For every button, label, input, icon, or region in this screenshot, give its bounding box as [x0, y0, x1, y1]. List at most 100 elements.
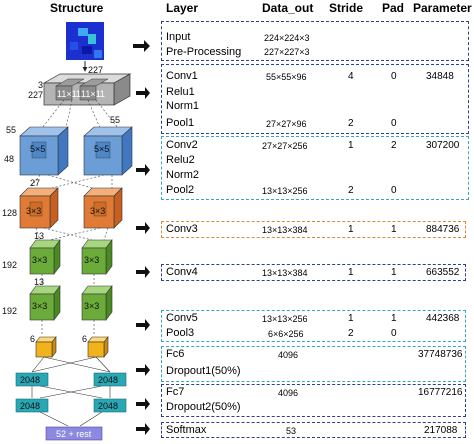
row-conv5-stride: 1	[348, 313, 354, 324]
conv4-block-right	[81, 239, 113, 275]
row-preproc-data-out: 227×227×3	[264, 47, 310, 57]
row-input-data-out: 224×224×3	[264, 33, 310, 43]
row-conv4-layer: Conv4	[166, 266, 198, 278]
row-softmax-layer: Softmax	[166, 424, 207, 436]
conv2-block-right	[83, 126, 133, 176]
group-box-input	[161, 21, 469, 61]
header-pad: Pad	[382, 1, 405, 15]
row-conv5-data-out: 13×13×256	[262, 314, 308, 324]
conv1-block	[42, 73, 132, 106]
row-preproc-layer: Pre-Processing	[166, 46, 242, 58]
fc7-right-node: 2048	[93, 398, 127, 413]
conv2-side-left: 55	[6, 125, 16, 135]
header-structure: Structure	[50, 1, 104, 15]
fc6-left-node: 2048	[15, 372, 49, 387]
conv3-to-conv4-links	[35, 227, 109, 241]
row-pool2-stride: 2	[348, 185, 354, 196]
conv4-top-dim: 13	[34, 231, 44, 241]
row-pool1-layer: Pool1	[166, 117, 195, 129]
pool3-block-right	[87, 336, 109, 358]
row-pool1-stride: 2	[348, 118, 354, 129]
conv1-kernel-b: 11×11	[81, 89, 105, 99]
row-conv3-stride: 1	[348, 224, 354, 235]
group-box-fc6	[161, 346, 466, 382]
arrow-group-4	[136, 266, 150, 278]
row-fc6-data-out: 4096	[278, 350, 299, 360]
row-conv4-data-out: 13×13×384	[262, 268, 308, 278]
fc6-right-node: 2048	[93, 372, 127, 387]
conv4-side-dim: 192	[2, 260, 17, 270]
arrow-group-2	[136, 164, 150, 176]
arrow-group-7	[136, 398, 150, 410]
row-conv1-parameter: 34848	[426, 71, 454, 82]
fc-connections	[31, 356, 111, 427]
group-box-conv1	[161, 64, 469, 134]
row-pool3-pad: 0	[391, 328, 397, 339]
fc7-left-node: 2048	[15, 398, 49, 413]
row-arrows	[133, 40, 150, 435]
row-conv4-pad: 1	[391, 267, 397, 278]
row-conv2-pad: 2	[391, 140, 397, 151]
row-pool2-pad: 0	[391, 185, 397, 196]
arrow-group-8	[136, 423, 150, 435]
conv4-block-left	[29, 239, 61, 275]
row-fc7-data-out: 4096	[278, 388, 299, 398]
pool3-top-dim-right: 6	[82, 334, 87, 344]
row-conv1-pad: 0	[391, 71, 397, 82]
conv4-to-conv5-links	[41, 274, 95, 286]
group-box-conv3	[161, 221, 466, 238]
row-dropout1-layer: Dropout1(50%)	[166, 365, 241, 377]
conv2-side-right: 55	[110, 115, 120, 125]
row-fc6-layer: Fc6	[166, 348, 185, 360]
row-relu1-layer: Relu1	[166, 86, 195, 98]
row-softmax-data-out: 53	[286, 426, 297, 436]
row-conv5-parameter: 442368	[426, 313, 460, 324]
conv5-kernel-left: 3×3	[32, 301, 47, 311]
group-box-conv5	[161, 310, 466, 342]
row-conv3-pad: 1	[391, 224, 397, 235]
row-pool2-layer: Pool2	[166, 184, 195, 196]
pool3-block-left	[35, 336, 57, 358]
conv2-to-conv3-links	[29, 174, 113, 189]
arrow-group-5	[136, 319, 150, 331]
network-structure-figure: 227 11×11 11×11 227 3 5×5 5×5 55 55 48	[2, 22, 150, 441]
group-box-fc7	[161, 384, 466, 417]
row-pool3-data-out: 6×6×256	[268, 329, 304, 339]
conv3-top-dim: 27	[30, 178, 40, 188]
row-pool3-stride: 2	[348, 328, 354, 339]
conv3-block-right	[83, 187, 123, 229]
conv5-kernel-right: 3×3	[84, 301, 99, 311]
row-pool1-pad: 0	[391, 118, 397, 129]
output-node: 52 + rest	[45, 426, 103, 441]
arrow-group-1	[136, 87, 150, 99]
conv3-kernel-left: 3×3	[26, 206, 41, 216]
conv5-side-dim: 192	[2, 306, 17, 316]
fc6-right-label: 2048	[98, 375, 118, 385]
header-stride: Stride	[329, 1, 364, 15]
row-norm2-layer: Norm2	[166, 169, 200, 181]
input-image-icon	[66, 22, 104, 60]
conv2-block-left	[19, 126, 69, 176]
row-conv4-parameter: 663552	[426, 267, 460, 278]
row-conv2-data-out: 27×27×256	[262, 141, 308, 151]
row-conv1-stride: 4	[348, 71, 354, 82]
header-data-out: Data_out	[262, 1, 314, 15]
row-fc7-parameter: 16777216	[418, 387, 463, 398]
row-dropout2-layer: Dropout2(50%)	[166, 401, 241, 413]
conv2-kernel-left: 5×5	[30, 144, 45, 154]
fc7-right-label: 2048	[98, 401, 118, 411]
row-input-layer: Input	[166, 31, 191, 43]
row-conv3-parameter: 884736	[426, 224, 460, 235]
fc7-left-label: 2048	[20, 401, 40, 411]
group-box-conv4	[161, 264, 466, 281]
row-conv4-stride: 1	[348, 267, 354, 278]
row-conv2-stride: 1	[348, 140, 354, 151]
row-pool3-layer: Pool3	[166, 327, 195, 339]
row-conv3-layer: Conv3	[166, 223, 198, 235]
row-fc7-layer: Fc7	[166, 386, 185, 398]
row-conv5-layer: Conv5	[166, 312, 198, 324]
group-box-conv2	[161, 136, 469, 200]
conv2-kernel-right: 5×5	[94, 144, 109, 154]
conv1-depth-dim: 3	[38, 80, 43, 90]
row-relu2-layer: Relu2	[166, 154, 195, 166]
